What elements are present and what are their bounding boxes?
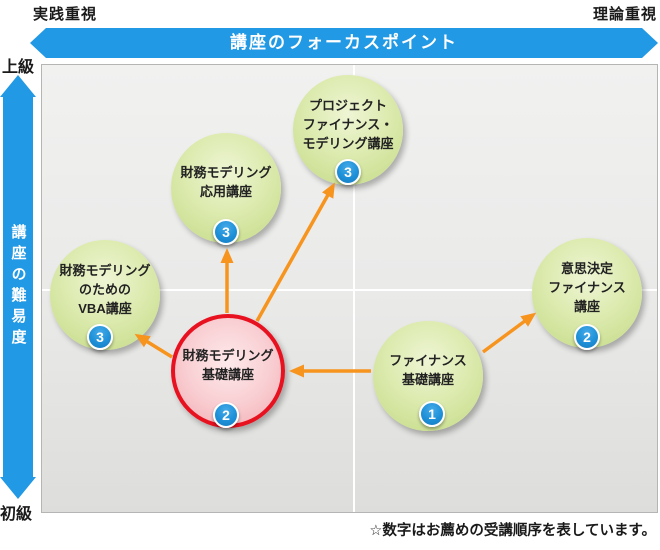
- vertical-gridline: [353, 65, 355, 512]
- course-label: 財務モデリング 応用講座: [180, 165, 272, 199]
- course-label: 意思決定 ファイナンス 講座: [548, 260, 626, 314]
- footnote: ☆数字はお薦めの受講順序を表しています。: [369, 523, 656, 539]
- y-axis-top-label: 上級: [2, 59, 35, 76]
- order-badge: 3: [335, 159, 361, 185]
- y-axis-arrow: 講座の難易度: [0, 75, 36, 499]
- order-badge: 3: [87, 324, 113, 350]
- x-axis-left-label: 実践重視: [33, 6, 98, 23]
- x-axis-right-label: 理論重視: [592, 6, 657, 23]
- y-axis-bottom-label: 初級: [0, 506, 33, 523]
- course-label: プロジェクト ファイナンス・ モデリング講座: [302, 97, 394, 151]
- order-badge: 1: [419, 401, 445, 427]
- course-label: 財務モデリング のための VBA講座: [59, 262, 151, 316]
- course-label: ファイナンス 基礎講座: [389, 353, 467, 387]
- focus-point-banner: 講座のフォーカスポイント: [30, 28, 658, 58]
- order-badge: 2: [574, 324, 600, 350]
- banner-title: 講座のフォーカスポイント: [230, 33, 458, 52]
- course-label: 財務モデリング 基礎講座: [182, 348, 274, 382]
- horizontal-double-arrow-icon: [30, 28, 658, 58]
- y-axis-title: 講座の難易度: [9, 224, 27, 350]
- order-badge: 2: [213, 402, 239, 428]
- vertical-double-arrow-icon: [0, 75, 36, 499]
- horizontal-gridline: [42, 289, 657, 291]
- order-badge: 3: [213, 219, 239, 245]
